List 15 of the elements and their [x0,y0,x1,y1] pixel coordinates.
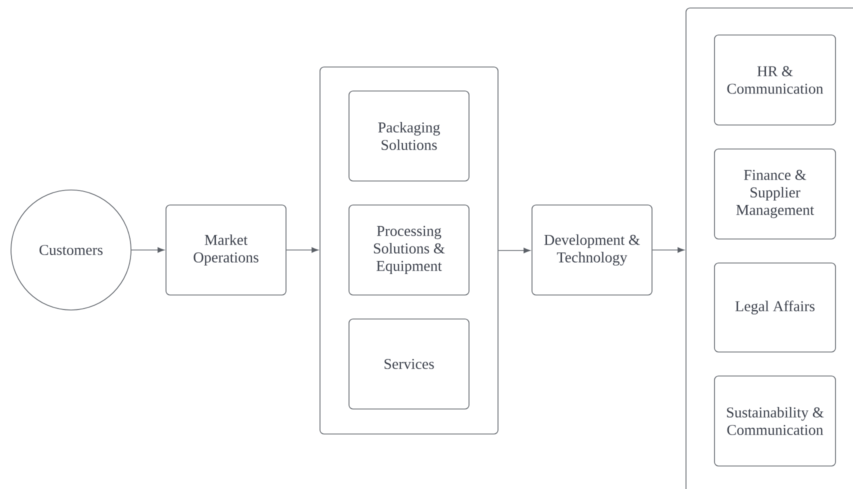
arrow [131,247,164,253]
group-box [320,66,498,434]
process-box: Sustainability & Communication [714,376,836,466]
group-box [686,8,853,489]
process-box: Packaging Solutions [348,90,470,182]
process-box: Market Operations [166,204,286,296]
process-box: Services [348,318,470,410]
process-box: Finance & Supplier Management [714,148,836,240]
process-box: Legal Affairs [714,262,836,352]
arrow [498,248,530,254]
arrow [286,247,318,253]
process-box: HR & Communication [714,34,836,126]
process-box: Processing Solutions & Equipment [348,204,470,296]
process-box: Development & Technology [532,204,652,296]
arrow [652,247,684,253]
